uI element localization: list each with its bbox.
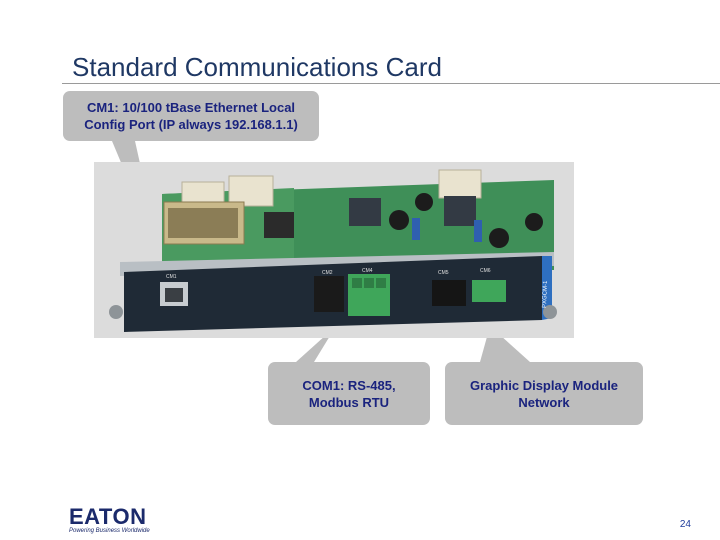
ethernet-port-callout: CM1: 10/100 tBase Ethernet Local Config … xyxy=(63,91,319,141)
faceplate-part-number: PXGCM-1 xyxy=(542,280,549,308)
display-network-connector xyxy=(472,280,506,302)
faceplate-label-cm1: CM1 xyxy=(166,274,177,280)
faceplate-label-cm4: CM4 xyxy=(362,268,373,274)
eaton-logo-tagline: Powering Business Worldwide xyxy=(69,528,150,534)
display-terminal-block xyxy=(432,280,466,306)
capacitor xyxy=(389,210,409,230)
faceplate-label-cm5: CM5 xyxy=(438,270,449,276)
processor-chip xyxy=(264,212,294,238)
eaton-logo: EATON Powering Business Worldwide xyxy=(69,504,169,535)
com1-callout-line2: Modbus RTU xyxy=(308,394,390,410)
faceplate-screw xyxy=(543,305,557,319)
com1-callout: COM1: RS-485, Modbus RTU xyxy=(268,362,430,425)
capacitor xyxy=(525,213,543,231)
title-divider xyxy=(62,83,720,84)
faceplate-screw xyxy=(109,305,123,319)
faceplate-label-cm6: CM6 xyxy=(480,268,491,274)
page-number: 24 xyxy=(679,519,691,530)
com1-callout-line1: COM1: RS-485, xyxy=(302,377,396,393)
com-terminal-block xyxy=(314,276,344,312)
pcb-socket xyxy=(438,169,482,199)
capacitor xyxy=(415,193,433,211)
faceplate-label-cm2: CM2 xyxy=(322,270,333,276)
ethernet-callout-line1: CM1: 10/100 tBase Ethernet Local xyxy=(86,100,296,115)
transformer xyxy=(349,198,381,226)
display-module-callout: Graphic Display Module Network xyxy=(445,362,643,425)
slide-title: Standard Communications Card xyxy=(72,52,442,82)
eaton-logo-wordmark: EATON xyxy=(69,504,147,529)
display-callout-line1: Graphic Display Module xyxy=(469,377,619,393)
card-photo: CM1 CM2 CM4 CM5 CM6 PXGCM-1 xyxy=(94,162,574,338)
pcb-socket xyxy=(228,175,274,207)
display-callout-line2: Network xyxy=(518,394,570,410)
capacitor xyxy=(489,228,509,248)
ethernet-callout-line2: Config Port (IP always 192.168.1.1) xyxy=(84,117,298,132)
transformer xyxy=(444,196,476,226)
